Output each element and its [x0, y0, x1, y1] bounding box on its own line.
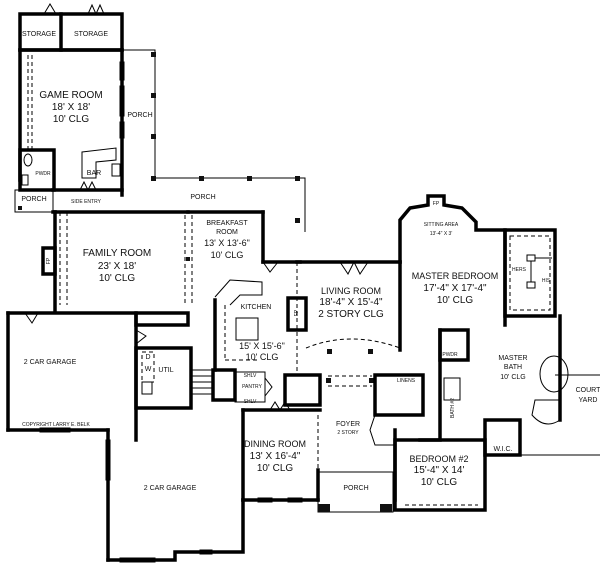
kitchen-ceiling: 10' CLG	[245, 352, 279, 362]
foyer-name: FOYER	[335, 421, 361, 428]
bedroom-2-size: 15'-4" X 14'	[413, 465, 465, 476]
breakfast-room-size: 13' X 13'-6"	[204, 238, 250, 248]
side-entry-label: SIDE ENTRY	[71, 199, 101, 205]
game-room-name: GAME ROOM	[39, 90, 103, 101]
storage-left-label: STORAGE	[21, 31, 57, 38]
family-room-ceiling: 10' CLG	[98, 273, 136, 284]
porch-front-label: PORCH	[343, 485, 369, 492]
sitting-area-name: SITTING AREA	[423, 222, 459, 228]
kitchen-size: 15' X 15'-6"	[239, 341, 285, 351]
porch-game-label: PORCH	[127, 112, 153, 119]
bath-2-label: BATH #2	[450, 398, 456, 418]
game-room-ceiling: 10' CLG	[52, 114, 90, 125]
copyright-text: COPYRIGHT LARRY E. BELK	[22, 422, 90, 428]
bar-label: BAR	[86, 170, 102, 177]
court-yard-name: COURT	[575, 387, 600, 394]
breakfast-room-name: BREAKFAST	[206, 220, 248, 227]
breakfast-room-ceiling: 10' CLG	[210, 250, 244, 260]
kitchen-name: KITCHEN	[240, 304, 272, 311]
master-bedroom-ceiling: 10' CLG	[436, 295, 474, 306]
bedroom-2-ceiling: 10' CLG	[420, 477, 458, 488]
dining-room-name: DINING ROOM	[244, 439, 306, 449]
porch-rear-label: PORCH	[190, 194, 216, 201]
bedroom-2-name: BEDROOM #2	[409, 454, 469, 464]
washer-label: W	[144, 366, 152, 373]
foyer-dining-walls	[241, 373, 425, 513]
garage-walls	[6, 311, 245, 563]
fp-family-label: FP	[46, 257, 52, 265]
master-bath-name: MASTER	[498, 355, 528, 362]
linens-label: LINENS	[396, 378, 416, 384]
wic-label: W.I.C.	[493, 446, 513, 453]
util-label: UTIL	[158, 367, 174, 374]
living-room-name: LIVING ROOM	[320, 286, 382, 296]
shelf-top-label: SHLV	[243, 373, 257, 379]
pwdr-game-label: PWDR	[35, 171, 51, 177]
kitchen-walls	[190, 210, 302, 403]
sitting-area-size: 13'-4" X 3'	[429, 231, 453, 237]
master-bedroom-size: 17'-4" X 17'-4"	[423, 283, 487, 294]
living-room-walls	[286, 260, 402, 375]
dryer-label: D	[145, 354, 151, 361]
pantry-label: PANTRY	[242, 384, 262, 390]
hers-closet-label: HERS	[512, 267, 526, 273]
pwdr-master-label: PWDR	[442, 352, 458, 358]
living-room-size: 18'-4" X 15'-4"	[319, 297, 383, 308]
dining-room-size: 13' X 16'-4"	[249, 451, 301, 462]
court-yard-name2: YARD	[578, 397, 598, 404]
breakfast-room-name2: ROOM	[216, 229, 238, 236]
shelf-bottom-label: SHLV	[243, 399, 257, 405]
game-room-walls	[18, 48, 125, 197]
master-bedroom-name: MASTER BEDROOM	[411, 271, 499, 281]
bedroom-2-walls	[393, 438, 487, 512]
garage-2-label: 2 CAR GARAGE	[143, 485, 197, 492]
porch-game-outline	[122, 49, 306, 232]
fp-living-label: FP	[294, 309, 300, 317]
storage-right-label: STORAGE	[73, 31, 109, 38]
master-bath-ceiling: 10' CLG	[500, 374, 526, 381]
fp-master-label: FP	[432, 201, 440, 207]
garage-1-label: 2 CAR GARAGE	[23, 359, 77, 366]
family-room-size: 23' X 18'	[97, 261, 137, 272]
storage-walls	[18, 3, 124, 52]
game-room-size: 18' X 18'	[51, 102, 91, 113]
porch-side-label: PORCH	[21, 196, 47, 203]
family-room-walls	[41, 210, 265, 312]
his-closet-label: HIS	[541, 278, 551, 284]
foyer-sub: 2 STORY	[337, 430, 359, 436]
living-room-ceiling: 2 STORY CLG	[318, 309, 384, 320]
master-bath-name2: BATH	[503, 364, 523, 371]
family-room-name: FAMILY ROOM	[82, 248, 152, 259]
dining-room-ceiling: 10' CLG	[256, 463, 294, 474]
